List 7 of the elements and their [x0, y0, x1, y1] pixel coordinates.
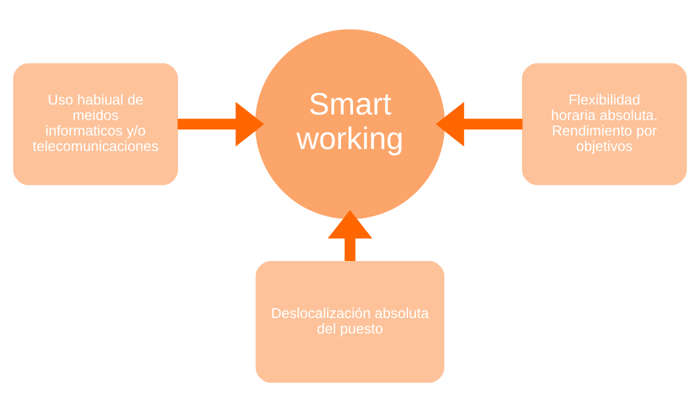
node-circle: Smart working	[254, 28, 444, 219]
node-box: Uso habiual de meidos informaticos y/o telecomunicaciones	[12, 62, 178, 185]
arrow	[327, 210, 372, 261]
node-box: Flexibilidad horaria absoluta. Rendimiento por objetivos	[522, 62, 686, 185]
node-box: Deslocalización absoluta del puesto	[255, 260, 444, 382]
arrow	[435, 101, 522, 146]
arrow	[177, 101, 264, 146]
